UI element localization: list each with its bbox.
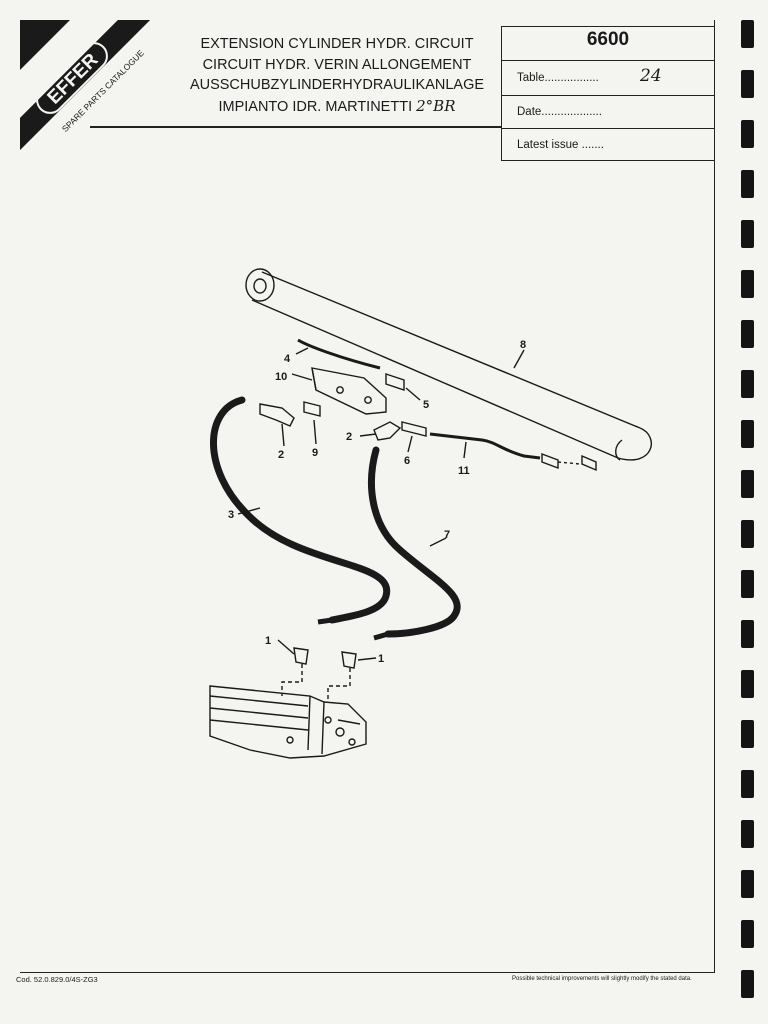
callout-label: 2 bbox=[278, 449, 284, 461]
table-row: Table................. bbox=[502, 60, 714, 95]
callout-label: 8 bbox=[520, 339, 526, 351]
title-block: EXTENSION CYLINDER HYDR. CIRCUIT CIRCUIT… bbox=[176, 34, 498, 117]
binding-hole bbox=[741, 520, 754, 548]
valve-block bbox=[311, 367, 387, 415]
callout-label: 1 bbox=[265, 635, 271, 647]
title-german: AUSSCHUBZYLINDERHYDRAULIKANLAGE bbox=[189, 77, 485, 93]
footer-disclaimer: Possible technical improvements will sli… bbox=[512, 976, 692, 982]
binding-hole bbox=[741, 670, 754, 698]
binding-hole bbox=[741, 870, 754, 898]
binding-hole bbox=[741, 270, 754, 298]
binding-hole bbox=[741, 70, 754, 98]
date-row: Date................... bbox=[502, 95, 714, 128]
handwritten-note: 2°BR bbox=[416, 96, 456, 115]
callout-label: 10 bbox=[275, 371, 287, 383]
binding-hole bbox=[741, 420, 754, 448]
callout-label: 5 bbox=[423, 399, 429, 411]
callout-label: 7 bbox=[444, 529, 450, 541]
callout-label: 6 bbox=[404, 455, 410, 467]
table-label: Table................. bbox=[517, 72, 599, 84]
header-rule bbox=[90, 126, 501, 128]
binding-hole bbox=[741, 120, 754, 148]
model-row: 6600 bbox=[502, 27, 714, 60]
model-number: 6600 bbox=[586, 29, 630, 50]
title-italian: IMPIANTO IDR. MARTINETTI bbox=[218, 98, 413, 115]
binding-hole bbox=[741, 170, 754, 198]
binding-hole bbox=[741, 220, 754, 248]
callout-label: 11 bbox=[458, 465, 470, 477]
control-valve-block bbox=[209, 685, 367, 759]
binding-hole bbox=[741, 970, 754, 998]
page-frame bbox=[20, 20, 715, 973]
callout-label: 9 bbox=[312, 447, 318, 459]
callout-label: 2 bbox=[346, 431, 352, 443]
binding-hole bbox=[741, 570, 754, 598]
binding-hole bbox=[741, 920, 754, 948]
table-handwritten-value: 24 bbox=[640, 66, 662, 86]
binding-hole bbox=[741, 620, 754, 648]
callout-label: 1 bbox=[378, 653, 384, 665]
binding-hole bbox=[741, 320, 754, 348]
info-box: 6600 Table................. Date........… bbox=[501, 26, 715, 161]
effer-logo-banner: EFFER SPARE PARTS CATALOGUE bbox=[20, 20, 150, 150]
footer-code: Cod. 52.0.829.0/4S-ZG3 bbox=[16, 975, 98, 984]
binding-hole bbox=[741, 370, 754, 398]
callout-label: 4 bbox=[284, 353, 291, 365]
binding-hole bbox=[741, 820, 754, 848]
title-english: EXTENSION CYLINDER HYDR. CIRCUIT bbox=[200, 36, 474, 52]
latest-issue-label: Latest issue ....... bbox=[517, 139, 604, 151]
latest-issue-row: Latest issue ....... bbox=[502, 128, 714, 160]
binding-hole bbox=[741, 20, 754, 48]
date-label: Date................... bbox=[517, 106, 602, 118]
hydraulic-circuit-drawing: 8 4 10 5 2 2 9 6 11 3 7 1 1 bbox=[209, 268, 652, 759]
binding-hole bbox=[741, 470, 754, 498]
binding-hole bbox=[741, 770, 754, 798]
extension-cylinder bbox=[245, 268, 652, 461]
title-italian-line: IMPIANTO IDR. MARTINETTI 2°BR bbox=[176, 96, 498, 118]
binding-strip bbox=[741, 0, 768, 1024]
binding-hole bbox=[741, 720, 754, 748]
callout-label: 3 bbox=[228, 509, 234, 521]
title-french: CIRCUIT HYDR. VERIN ALLONGEMENT bbox=[202, 56, 472, 73]
